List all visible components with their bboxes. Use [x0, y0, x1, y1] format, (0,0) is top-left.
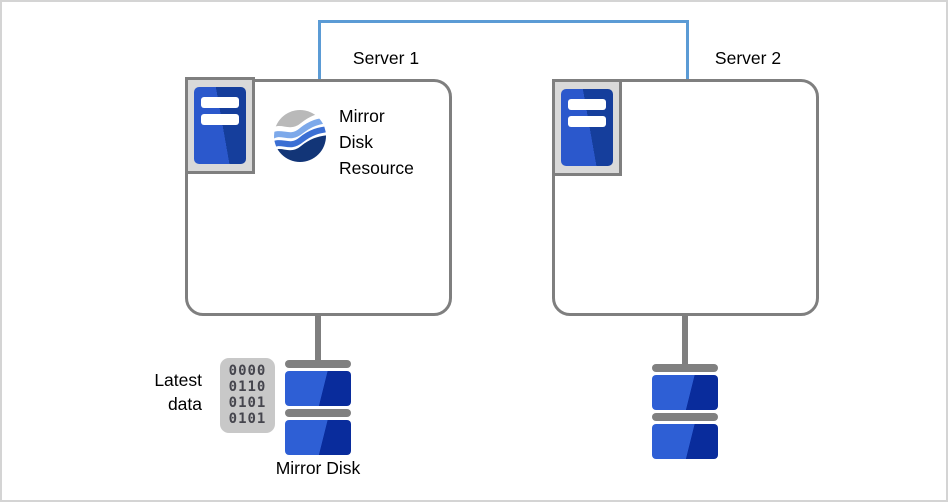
disk-cap — [652, 413, 718, 421]
server-slot-bar — [568, 116, 606, 127]
binary-row: 0000 — [228, 363, 267, 379]
resource-label-line: Disk — [339, 132, 374, 152]
mirror-disk-icon — [652, 364, 718, 462]
binary-data-icon: 0000 0110 0101 0101 — [220, 358, 275, 433]
disk-platter — [652, 375, 718, 410]
disk-platter — [285, 371, 351, 406]
server2-label: Server 2 — [714, 48, 782, 68]
binary-row: 0101 — [228, 395, 267, 411]
server-tower-icon — [552, 79, 622, 176]
connector-line — [315, 314, 321, 364]
binary-row: 0101 — [228, 411, 267, 427]
server-tower-body — [561, 89, 613, 166]
latest-data-line: data — [167, 394, 202, 414]
server-tower-body — [194, 87, 246, 164]
mirror-disk-label: Mirror Disk — [275, 458, 361, 478]
resource-label-line: Resource — [339, 158, 414, 178]
mirror-disk-resource-icon — [274, 110, 326, 162]
interconnect-line — [318, 20, 689, 79]
server-slot-bar — [568, 99, 606, 110]
server-slot-bar — [201, 97, 239, 108]
server-slot-bar — [201, 114, 239, 125]
disk-cap — [285, 360, 351, 368]
server-tower-icon — [185, 77, 255, 174]
connector-line — [682, 314, 688, 368]
latest-data-label: Latest data — [130, 368, 202, 416]
mirror-disk-icon — [285, 360, 351, 458]
disk-platter — [285, 420, 351, 455]
mirror-disk-resource-label: Mirror Disk Resource — [339, 103, 414, 181]
server1-label: Server 1 — [352, 48, 420, 68]
disk-cap — [652, 364, 718, 372]
binary-row: 0110 — [228, 379, 267, 395]
disk-platter — [652, 424, 718, 459]
latest-data-line: Latest — [154, 370, 202, 390]
resource-label-line: Mirror — [339, 106, 385, 126]
disk-cap — [285, 409, 351, 417]
